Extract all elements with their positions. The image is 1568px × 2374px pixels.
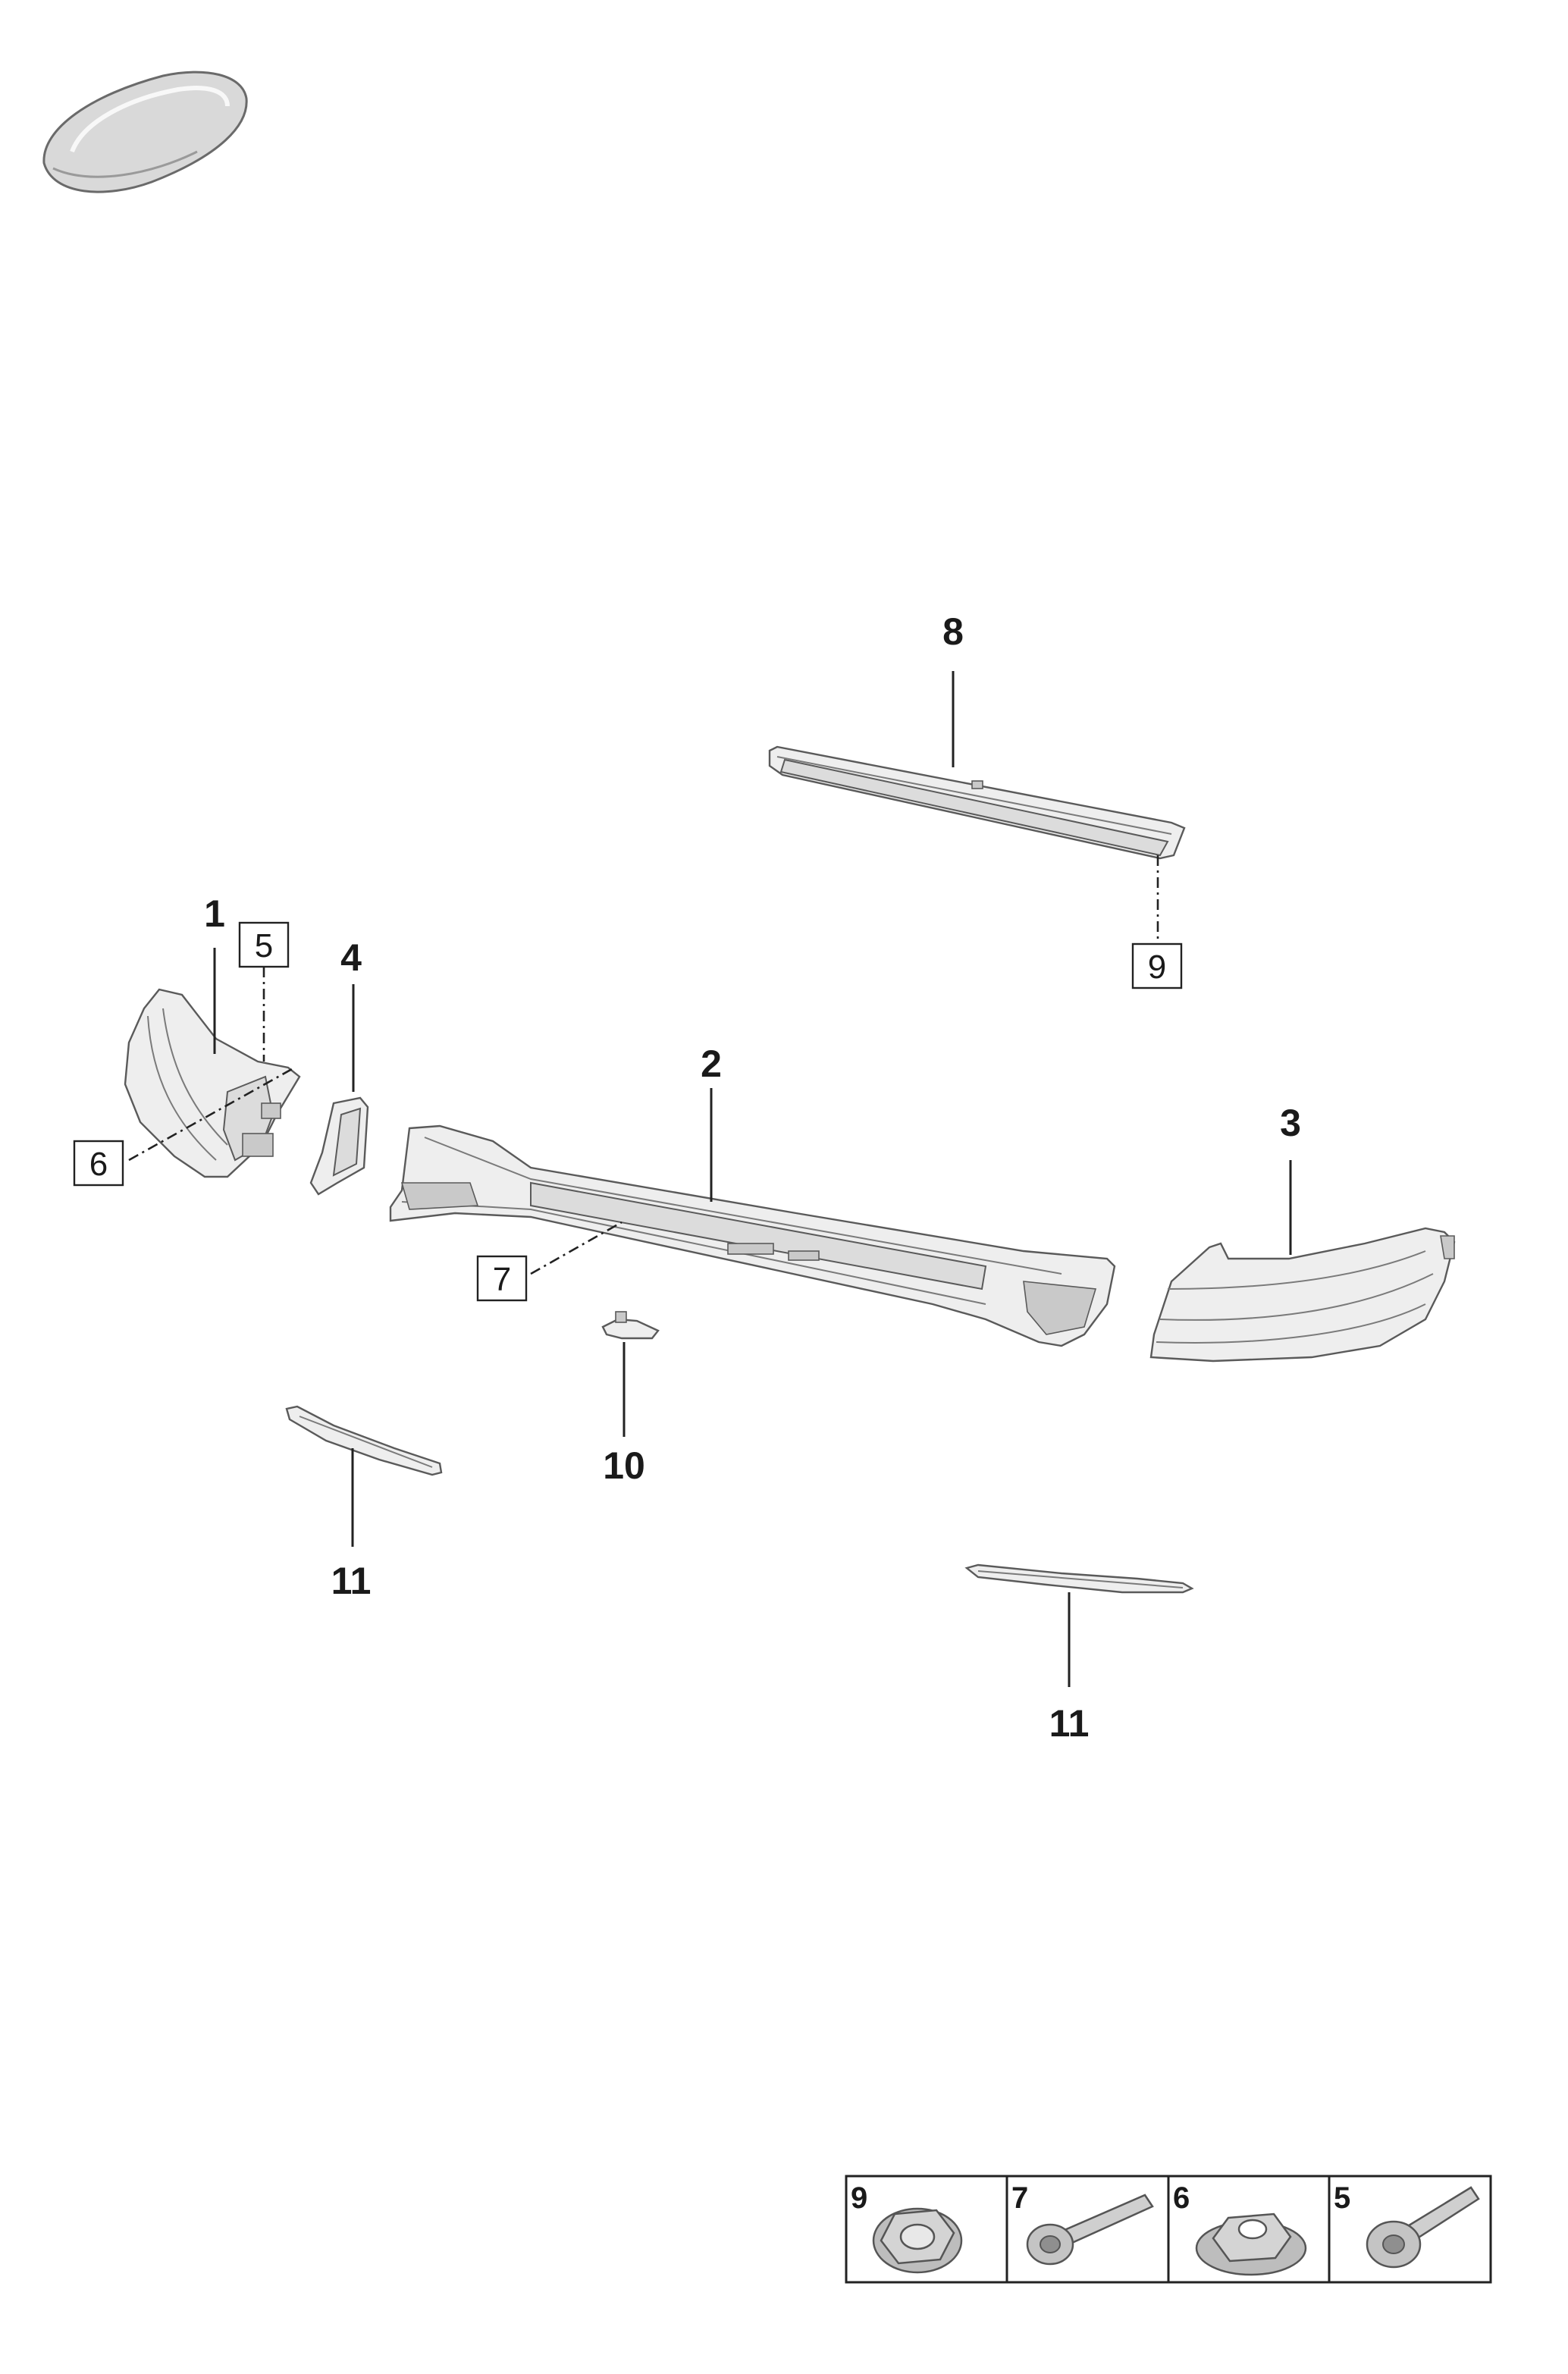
svg-text:6: 6 <box>1173 2181 1190 2215</box>
boxed-callouts: 9 5 6 7 <box>73 921 1183 1302</box>
svg-text:5: 5 <box>1334 2181 1350 2215</box>
callout-3: 3 <box>1280 1102 1301 1144</box>
part-11-right-reflector <box>964 1563 1194 1594</box>
part-1-left-tail-light <box>124 988 301 1178</box>
svg-text:7: 7 <box>1011 2181 1028 2215</box>
part-2-center-light-bar <box>389 1124 1116 1347</box>
part-10-clip <box>601 1311 660 1340</box>
part-4-side-marker-lamp <box>309 1096 369 1196</box>
callout-1: 1 <box>204 892 225 935</box>
hardware-cell-3: 6 <box>1173 2181 1307 2276</box>
svg-text:9: 9 <box>851 2181 867 2215</box>
svg-text:9: 9 <box>1148 949 1166 986</box>
part-3-right-tail-light <box>1149 1227 1456 1363</box>
svg-text:7: 7 <box>493 1261 511 1298</box>
part-11-left-reflector <box>285 1405 443 1476</box>
part-8-upper-trim-strip <box>768 745 1186 860</box>
callout-10: 10 <box>603 1444 645 1487</box>
svg-text:5: 5 <box>255 927 273 964</box>
boxed-callout-5: 5 <box>238 921 290 968</box>
hardware-cell-1: 9 <box>851 2181 963 2274</box>
callout-8: 8 <box>942 610 964 653</box>
hex-nut-large-flange-icon <box>1195 2212 1307 2276</box>
callout-11-left: 11 <box>331 1560 372 1602</box>
hardware-cell-4: 5 <box>1334 2181 1480 2269</box>
boxed-callout-6: 6 <box>73 1140 124 1187</box>
bolt-long-icon <box>1026 2194 1154 2266</box>
boxed-callout-7: 7 <box>476 1255 528 1302</box>
bold-callouts: 8 1 4 2 3 10 11 11 <box>204 610 1301 1745</box>
hex-nut-flanged-icon <box>872 2207 963 2274</box>
boxed-callout-9: 9 <box>1131 942 1183 989</box>
vehicle-thumbnail-icon <box>42 71 248 193</box>
leader-lines <box>128 671 1292 1687</box>
callout-11-right: 11 <box>1049 1702 1090 1745</box>
callout-2: 2 <box>701 1043 722 1085</box>
hardware-table: 9 7 6 5 <box>845 2175 1492 2284</box>
svg-text:6: 6 <box>89 1146 108 1183</box>
callout-4: 4 <box>340 936 362 979</box>
bolt-short-icon <box>1366 2186 1480 2269</box>
hardware-cell-2: 7 <box>1011 2181 1154 2266</box>
